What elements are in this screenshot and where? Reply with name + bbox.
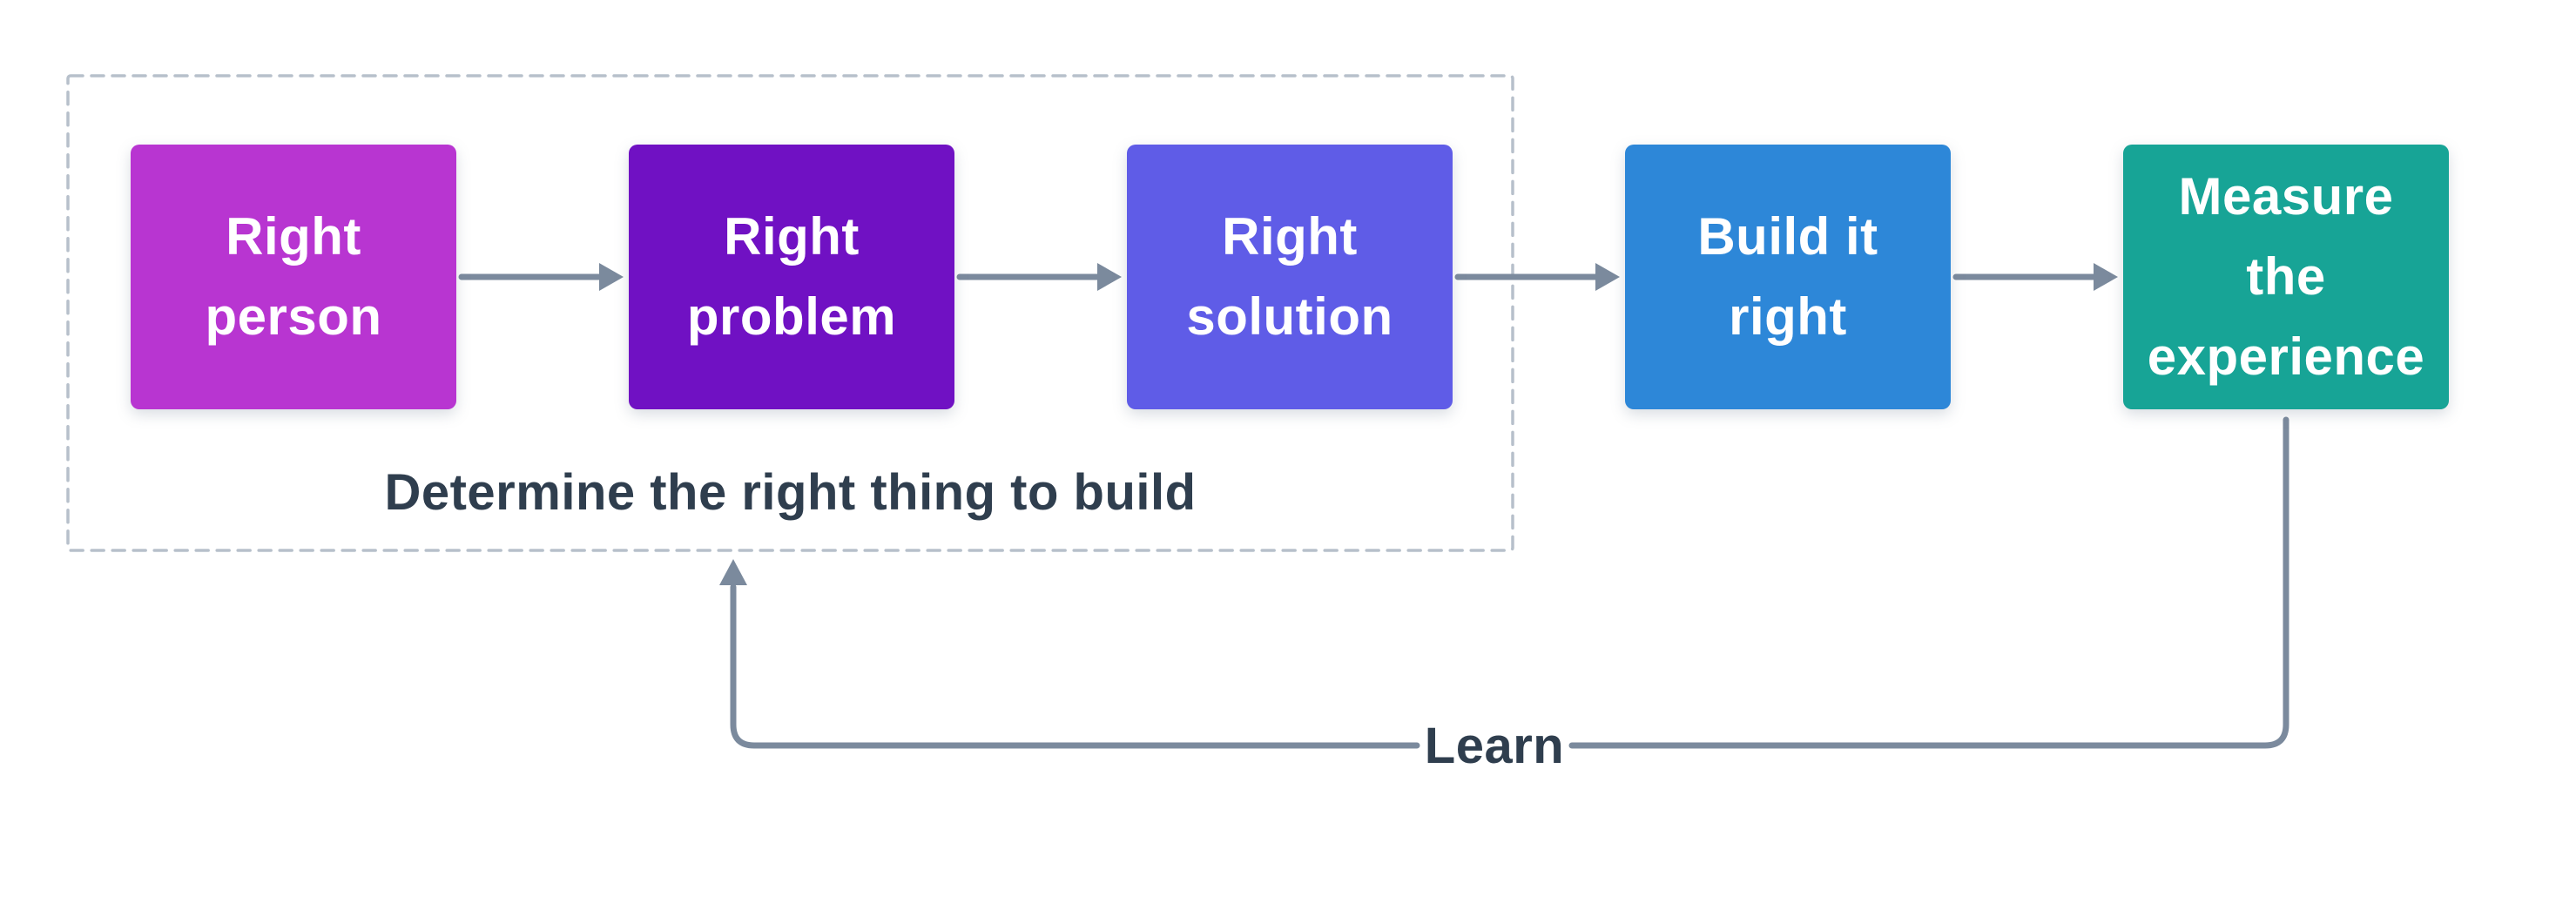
arrowhead-solution-to-build xyxy=(1595,263,1620,291)
node-label-line: experience xyxy=(2147,327,2425,386)
feedback-arrowhead-up xyxy=(719,559,747,585)
node-label-line: solution xyxy=(1186,287,1393,346)
feedback-loop-left-segment xyxy=(730,583,1420,749)
group-caption: Determine the right thing to build xyxy=(384,464,1197,521)
node-label-line: Measure xyxy=(2178,167,2394,226)
node-label-line: Right xyxy=(724,207,860,266)
node-label-line: right xyxy=(1729,287,1847,346)
feedback-loop-label: Learn xyxy=(1424,718,1565,774)
node-label-line: person xyxy=(205,287,382,346)
arrowhead-problem-to-solution xyxy=(1097,263,1122,291)
arrowhead-person-to-problem xyxy=(599,263,624,291)
node-label-line: Right xyxy=(1222,207,1358,266)
node-label-line: Build it xyxy=(1697,207,1878,266)
node-label-line: the xyxy=(2246,247,2326,306)
node-label-line: problem xyxy=(686,287,897,346)
node-right-problem: Right problem xyxy=(629,145,954,409)
arrowhead-build-to-measure xyxy=(2094,263,2118,291)
node-build-it-right: Build it right xyxy=(1625,145,1951,409)
feedback-loop-right-segment xyxy=(1568,416,2289,749)
node-right-solution: Right solution xyxy=(1127,145,1453,409)
node-measure-the-experience: Measure the experience xyxy=(2123,145,2449,409)
node-label-line: Right xyxy=(226,207,361,266)
node-right-person: Right person xyxy=(131,145,456,409)
